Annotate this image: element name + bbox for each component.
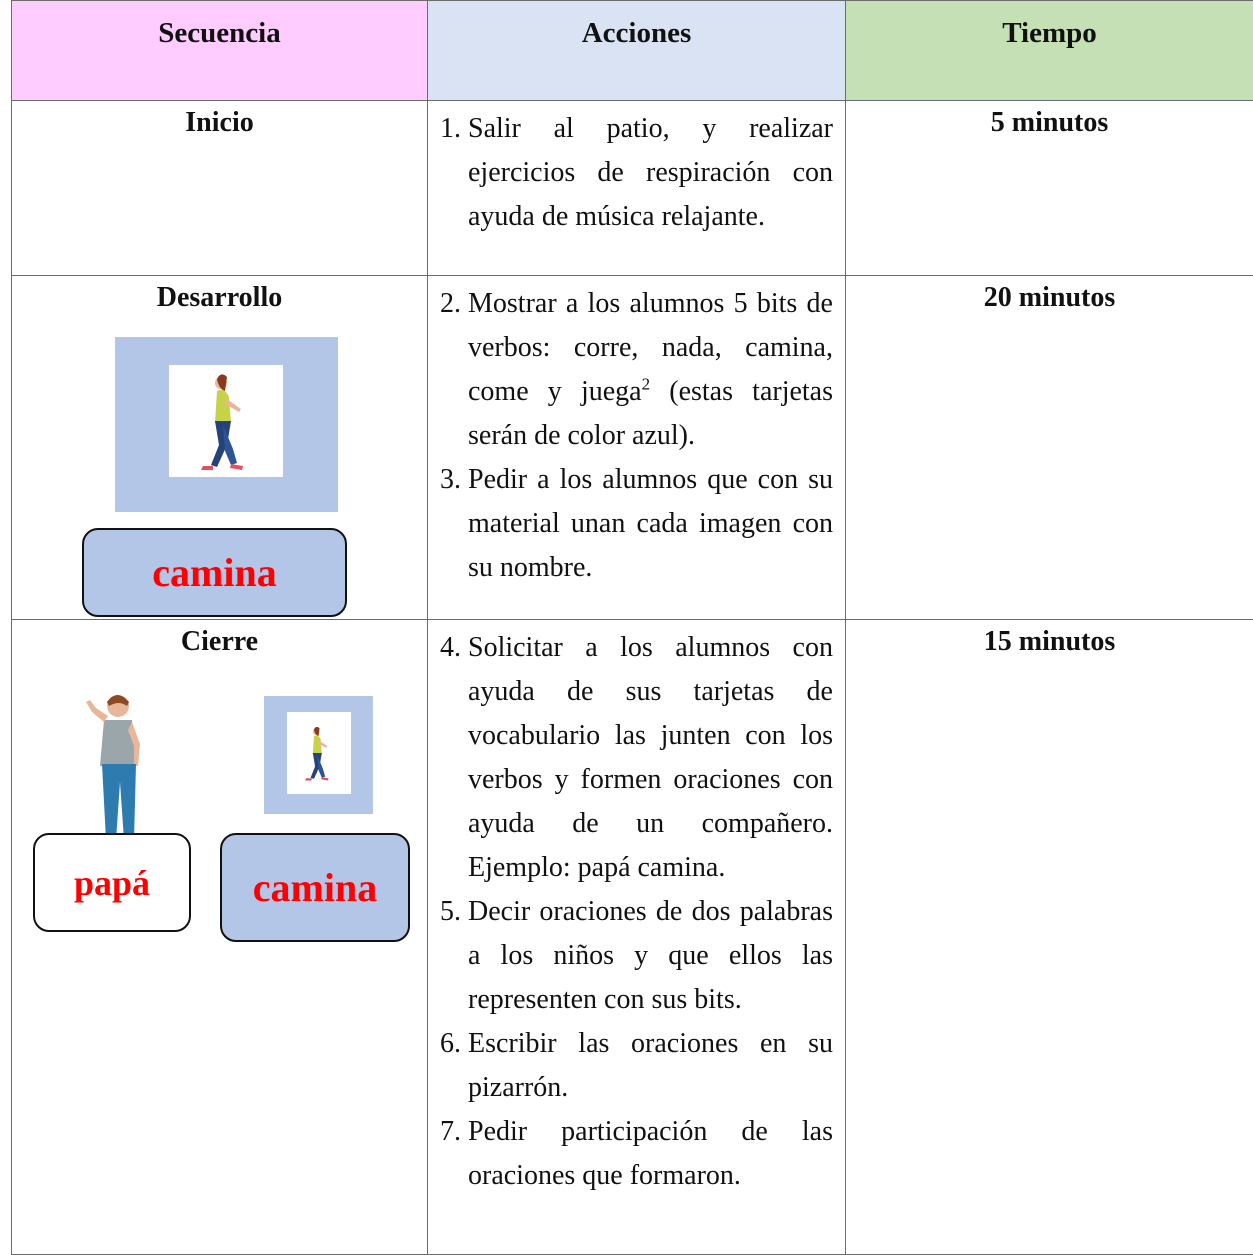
cierre-time: 15 minutos xyxy=(846,620,1253,1255)
lesson-plan-table: Secuencia Acciones Tiempo Inicio 1. Sali… xyxy=(11,0,1253,1255)
header-secuencia: Secuencia xyxy=(12,1,428,101)
action-item-1: 1. Salir al patio, y realizar ejercicios… xyxy=(440,107,833,239)
inicio-time: 5 minutos xyxy=(846,101,1253,276)
desarrollo-label: Desarrollo xyxy=(12,276,427,314)
action-item-3: 3. Pedir a los alumnos que con su materi… xyxy=(440,458,833,590)
cierre-sequence-cell: Cierre xyxy=(12,620,428,1255)
action-item-7: 7. Pedir participación de las oraciones … xyxy=(440,1110,833,1198)
desarrollo-time: 20 minutos xyxy=(846,276,1253,620)
inicio-actions-cell: 1. Salir al patio, y realizar ejercicios… xyxy=(428,101,846,276)
verb-word-card-small: camina xyxy=(220,833,410,942)
row-desarrollo: Desarrollo camina xyxy=(12,276,1253,620)
verb-picture-card xyxy=(115,337,338,512)
man-figure-icon xyxy=(74,690,164,850)
header-acciones: Acciones xyxy=(428,1,846,101)
picture-frame-small xyxy=(287,712,351,794)
verb-picture-card-small xyxy=(264,696,373,814)
footnote-marker: 2 xyxy=(642,375,651,394)
cierre-actions-cell: 4. Solicitar a los alumnos con ayuda de … xyxy=(428,620,846,1255)
inicio-sequence-cell: Inicio xyxy=(12,101,428,276)
cierre-label: Cierre xyxy=(12,620,427,658)
inicio-label: Inicio xyxy=(12,101,427,139)
action-item-4: 4. Solicitar a los alumnos con ayuda de … xyxy=(440,626,833,890)
header-row: Secuencia Acciones Tiempo xyxy=(12,1,1253,101)
desarrollo-actions-cell: 2. Mostrar a los alumnos 5 bits de verbo… xyxy=(428,276,846,620)
action-item-5: 5. Decir oraciones de dos palabras a los… xyxy=(440,890,833,1022)
noun-word-card: papá xyxy=(33,833,191,932)
walking-woman-icon-small xyxy=(287,712,351,794)
action-item-2: 2. Mostrar a los alumnos 5 bits de verbo… xyxy=(440,282,833,458)
verb-word-card: camina xyxy=(82,528,347,617)
row-cierre: Cierre xyxy=(12,620,1253,1255)
row-inicio: Inicio 1. Salir al patio, y realizar eje… xyxy=(12,101,1253,276)
header-tiempo: Tiempo xyxy=(846,1,1253,101)
action-item-6: 6. Escribir las oraciones en su pizarrón… xyxy=(440,1022,833,1110)
walking-woman-icon xyxy=(169,365,283,477)
desarrollo-sequence-cell: Desarrollo camina xyxy=(12,276,428,620)
picture-frame xyxy=(169,365,283,477)
